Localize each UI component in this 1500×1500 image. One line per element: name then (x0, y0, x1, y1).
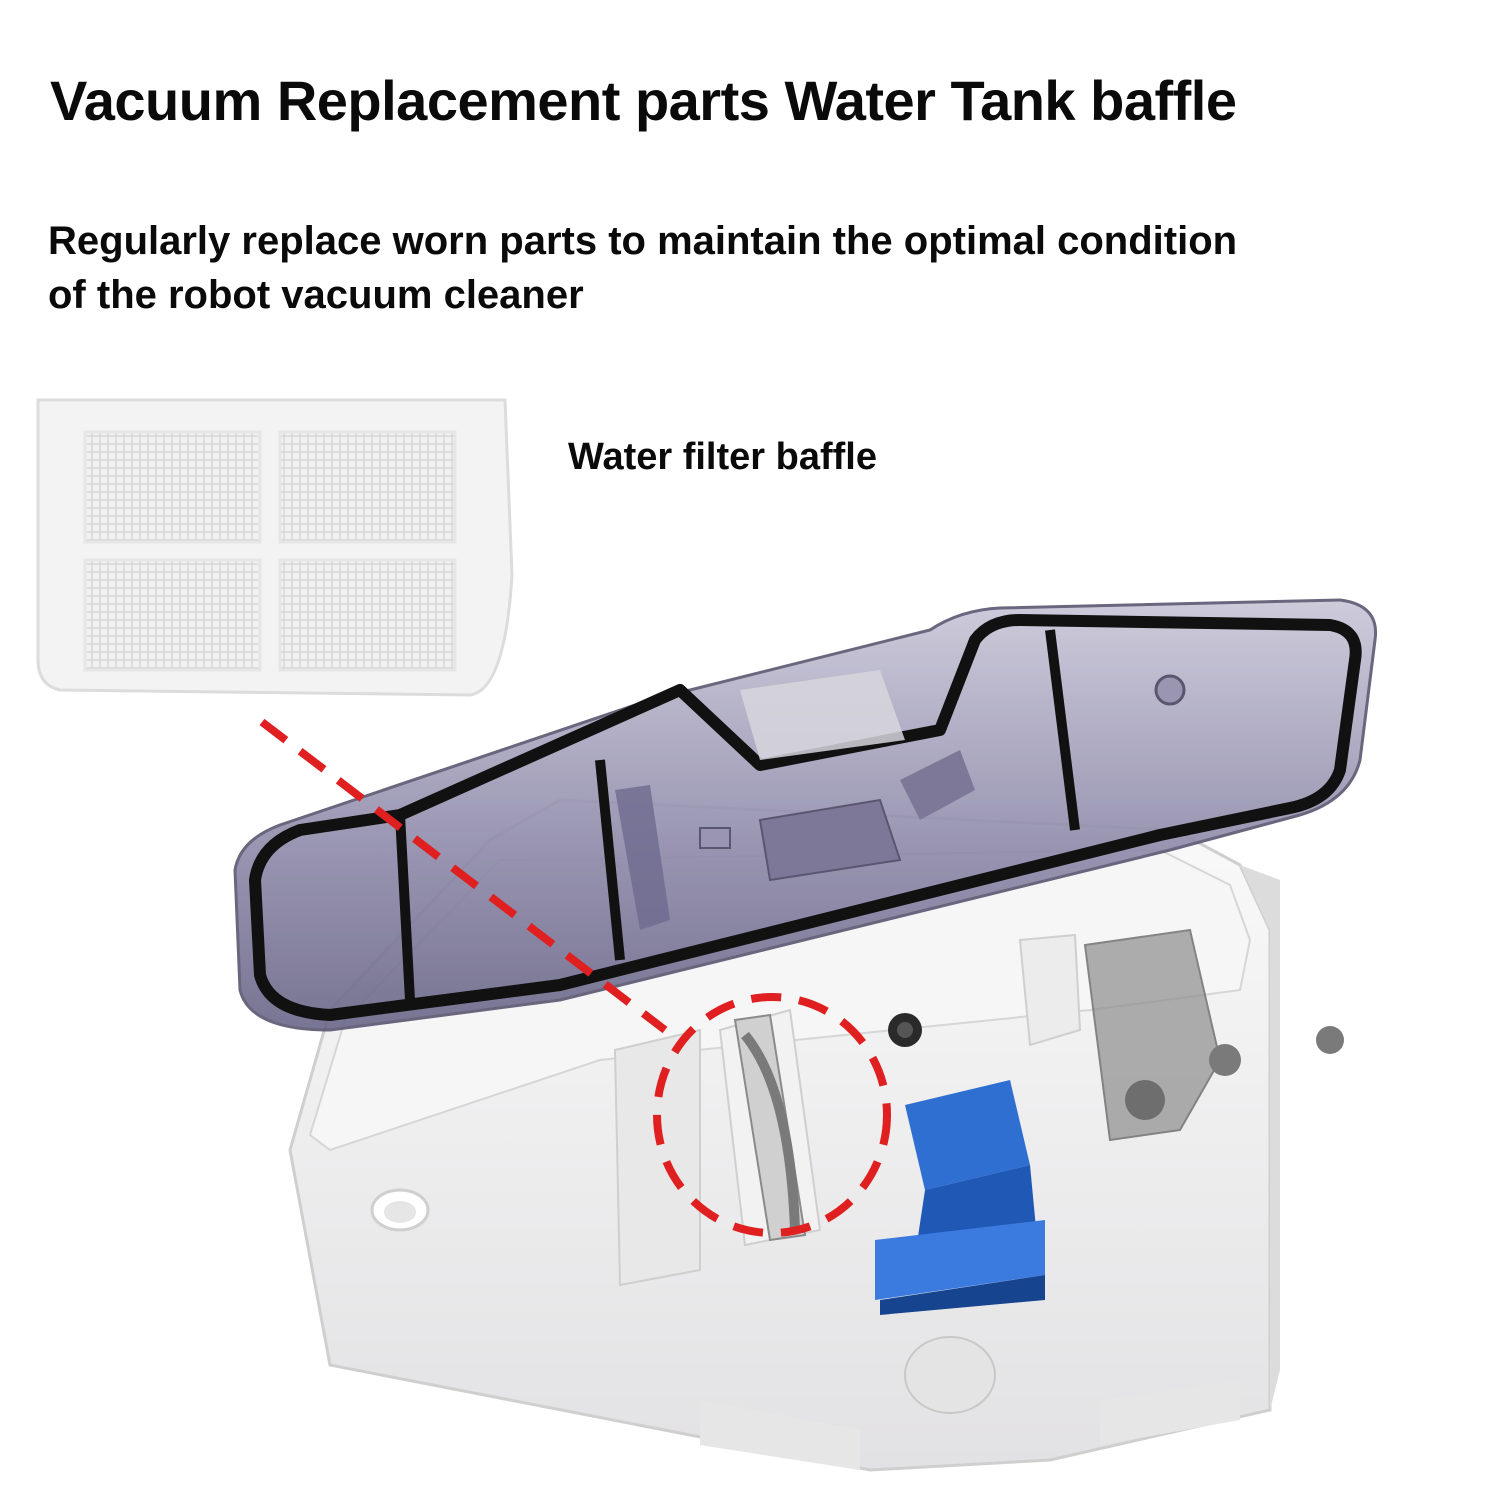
dashed-pointer-line (259, 718, 668, 1034)
installed-baffle (733, 1013, 807, 1242)
headline: Vacuum Replacement parts Water Tank baff… (50, 69, 1237, 132)
blue-latch (875, 1080, 1045, 1315)
filter-baffle-part (36, 398, 514, 697)
highlight-circle (653, 993, 891, 1237)
callout-label: Water filter baffle (568, 436, 877, 478)
subheadline: Regularly replace worn parts to maintain… (48, 219, 1238, 317)
transparent-lid (233, 598, 1378, 1032)
